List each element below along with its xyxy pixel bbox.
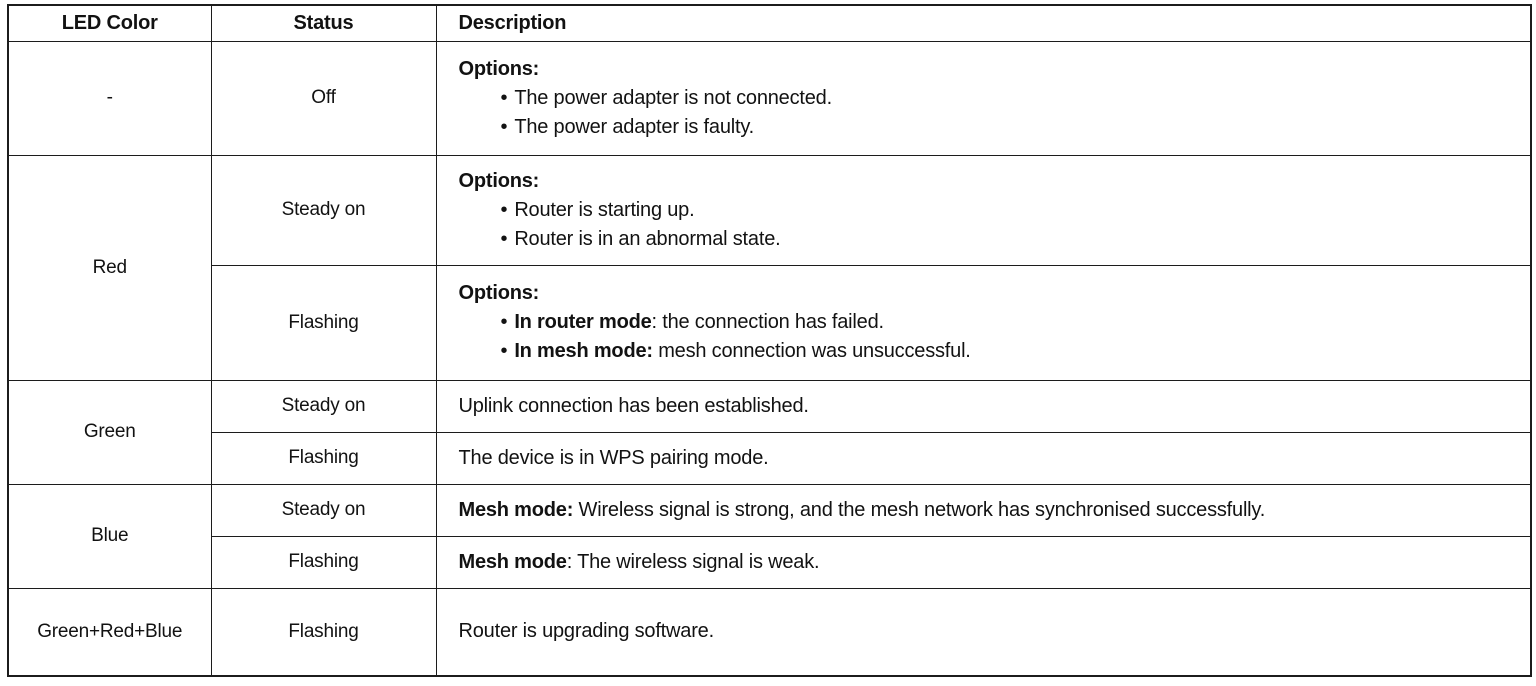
description-cell: Mesh mode: The wireless signal is weak.	[435, 535, 1532, 589]
led-color-cell: Red	[7, 154, 212, 381]
status-cell: Steady on	[210, 379, 437, 433]
desc-text-segment: Options:	[458, 57, 540, 80]
table-row: -Off Options: • The power adapter is not co…	[7, 40, 1532, 156]
status-cell: Flashing	[210, 264, 437, 381]
bullet-icon: •	[500, 340, 508, 362]
desc-text-segment: In mesh mode:	[514, 340, 653, 362]
description-cell: Options: • The power adapter is not connec…	[435, 40, 1532, 156]
status-cell: Off	[210, 40, 437, 156]
status-cell: Flashing	[210, 535, 437, 589]
description-cell: The device is in WPS pairing mode.	[435, 431, 1532, 485]
header-row: LED Color Status Description	[7, 4, 1532, 42]
desc-text-segment: Router is starting up.	[514, 198, 695, 221]
desc-text-segment: Router is in an abnormal state.	[514, 227, 781, 250]
description-line: Uplink connection has been established.	[459, 392, 1519, 421]
desc-text-segment: Uplink connection has been established.	[458, 394, 809, 417]
description-cell: Options: • Router is starting up. • Router i…	[435, 154, 1532, 266]
description-cell: Mesh mode: Wireless signal is strong, an…	[435, 483, 1532, 537]
description-line: Mesh mode: The wireless signal is weak.	[459, 548, 1519, 577]
desc-text-segment: The power adapter is faulty.	[514, 115, 755, 138]
table-row: Flashing The device is in WPS pairing mod…	[8, 431, 1532, 485]
description-cell: Router is upgrading software.	[435, 587, 1532, 677]
desc-text-segment: Options:	[458, 282, 540, 304]
desc-text-segment: In router mode	[514, 311, 652, 333]
column-header-led-color: LED Color	[7, 4, 212, 42]
bullet-item: • Router is starting up.	[459, 196, 1519, 225]
column-header-description: Description	[435, 4, 1532, 42]
bullet-item: • In mesh mode: mesh connection was unsuc…	[459, 337, 1519, 366]
bullet-item: • The power adapter is faulty.	[459, 113, 1519, 142]
led-color-cell: Blue	[7, 483, 212, 589]
status-cell: Steady on	[210, 154, 437, 266]
options-heading: Options:	[459, 167, 1519, 196]
bullet-icon: •	[500, 311, 508, 333]
desc-text-segment: Mesh mode	[458, 550, 567, 573]
description-cell: Options: • In router mode: the connection …	[435, 264, 1532, 381]
bullet-item: • The power adapter is not connected.	[459, 84, 1519, 113]
led-color-cell: Green	[7, 379, 212, 485]
desc-text-segment: Options:	[458, 169, 540, 192]
desc-text-segment: mesh connection was unsuccessful.	[652, 340, 971, 362]
bullet-icon: •	[500, 86, 508, 109]
column-header-status: Status	[210, 4, 437, 42]
table-header: LED Color Status Description	[7, 4, 1532, 42]
status-cell: Steady on	[210, 483, 437, 537]
bullet-item: • In router mode: the connection has fail…	[459, 308, 1519, 337]
description-cell: Uplink connection has been established.	[435, 379, 1532, 433]
description-line: Router is upgrading software.	[459, 617, 1519, 646]
desc-text-segment: The power adapter is not connected.	[514, 86, 832, 109]
table-row: Flashing Mesh mode: The wireless signal i…	[8, 535, 1532, 589]
desc-text-segment: : The wireless signal is weak.	[566, 550, 820, 573]
bullet-item: • Router is in an abnormal state.	[459, 225, 1519, 254]
desc-text-segment: : the connection has failed.	[651, 311, 885, 333]
led-color-cell: Green+Red+Blue	[7, 587, 212, 677]
status-cell: Flashing	[210, 431, 437, 485]
options-heading: Options:	[459, 55, 1519, 84]
led-color-cell: -	[7, 40, 212, 156]
desc-text-segment: Mesh mode:	[458, 498, 574, 521]
bullet-icon: •	[500, 227, 508, 250]
bullet-icon: •	[500, 198, 508, 221]
status-cell: Flashing	[210, 587, 437, 677]
desc-text-segment: Router is upgrading software.	[458, 620, 715, 643]
desc-text-segment: Wireless signal is strong, and the mesh …	[573, 498, 1266, 521]
description-line: Mesh mode: Wireless signal is strong, an…	[459, 496, 1519, 525]
options-heading: Options:	[459, 279, 1519, 308]
desc-text-segment: The device is in WPS pairing mode.	[458, 446, 769, 469]
description-line: The device is in WPS pairing mode.	[459, 444, 1519, 473]
bullet-icon: •	[500, 115, 508, 138]
table-row: Flashing Options: • In router mode: the con…	[8, 264, 1532, 381]
